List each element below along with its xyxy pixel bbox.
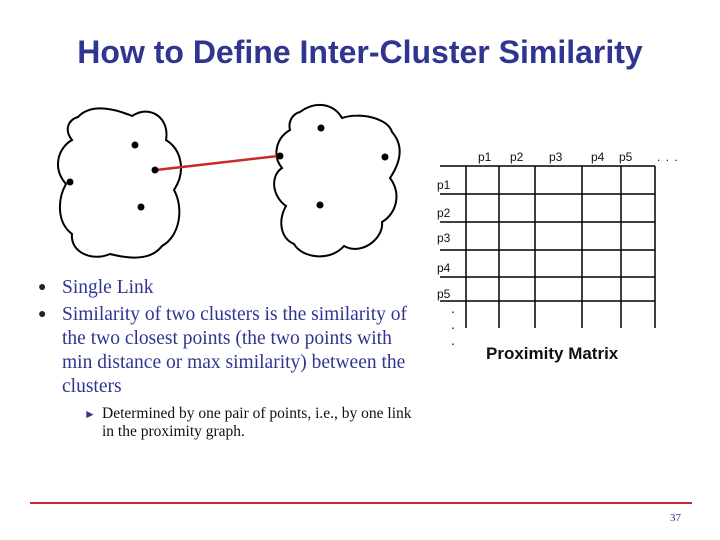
matrix-row-label: p2: [437, 206, 451, 220]
bullet-dot-icon: ●: [38, 307, 47, 322]
bullet-list: ● Single Link ● Similarity of two cluste…: [38, 276, 418, 441]
cluster-point: [151, 166, 159, 174]
triangle-right-icon: ►: [84, 407, 96, 421]
matrix-col-label: p5: [619, 150, 633, 164]
sub-bullet-text: Determined by one pair of points, i.e., …: [102, 405, 412, 440]
matrix-col-ellipsis: . . .: [657, 150, 679, 164]
left-cluster-outline: [57, 107, 182, 259]
slide-title: How to Define Inter-Cluster Similarity: [77, 34, 643, 70]
right-cluster-outline: [273, 103, 401, 258]
matrix-row-label: p5: [437, 287, 451, 301]
matrix-row-label: p4: [437, 261, 451, 275]
matrix-row-label: p1: [437, 178, 451, 192]
matrix-col-label: p2: [510, 150, 524, 164]
matrix-col-label: p1: [478, 150, 492, 164]
bullet-text: Similarity of two clusters is the simila…: [62, 304, 408, 397]
matrix-row-label: p3: [437, 231, 451, 245]
bullet-item: ● Single Link: [38, 276, 418, 300]
matrix-row-ellipsis: . . .: [451, 300, 455, 348]
proximity-matrix-caption: Proximity Matrix: [486, 344, 619, 363]
bullet-item: ● Similarity of two clusters is the simi…: [38, 303, 418, 399]
bullet-dot-icon: ●: [38, 280, 47, 295]
cluster-point: [131, 141, 139, 149]
cluster-point: [317, 124, 325, 132]
matrix-col-label: p4: [591, 150, 605, 164]
matrix-col-label: p3: [549, 150, 563, 164]
cluster-point: [276, 152, 284, 160]
cluster-point: [316, 201, 324, 209]
cluster-point: [381, 153, 389, 161]
cluster-point: [66, 178, 74, 186]
page-number: 37: [670, 512, 681, 524]
proximity-matrix-grid: [440, 165, 656, 328]
cluster-point: [137, 203, 145, 211]
single-link-line: [155, 154, 279, 172]
sub-bullet-item: ► Determined by one pair of points, i.e.…: [84, 405, 418, 441]
bullet-text: Single Link: [62, 277, 154, 298]
